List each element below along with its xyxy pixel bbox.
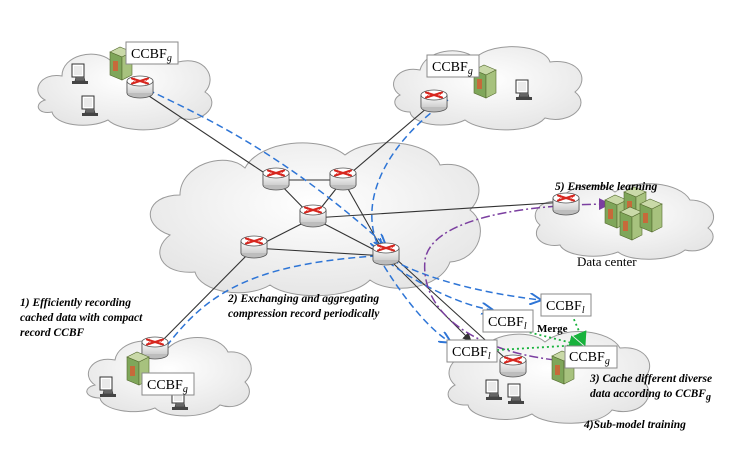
step1-line2: cached data with compact — [20, 312, 143, 324]
ccbf-global-box-top-right: CCBFg — [426, 54, 480, 78]
router-center-2 — [329, 167, 357, 191]
svg-text:CCBFg: CCBFg — [569, 350, 610, 367]
svg-text:CCBFg: CCBFg — [131, 47, 172, 64]
step2-line1: 2) Exchanging and aggregating — [227, 293, 379, 305]
router-center-4 — [240, 235, 268, 259]
svg-text:CCBFl: CCBFl — [488, 315, 527, 332]
ccbf-global-box-bottom-left: CCBFg — [141, 372, 195, 396]
svg-text:CCBFg: CCBFg — [432, 60, 473, 77]
router-center-3 — [299, 204, 327, 228]
data-center-label: Data center — [577, 254, 637, 269]
ccbf-local-box-1: CCBFl — [540, 293, 592, 317]
step2-line2: compression record periodically — [228, 308, 380, 320]
ccbf-global-box-bottom-right: CCBFg — [564, 345, 618, 369]
step3-line2: data according to CCBFg — [590, 388, 711, 403]
dashed-exchange-paths — [137, 84, 540, 356]
svg-text:CCBFl: CCBFl — [546, 299, 585, 316]
router-data-center — [552, 192, 580, 216]
ccbf-local-box-3: CCBFl — [446, 339, 498, 363]
ccbf-global-box-top-left: CCBFg — [125, 41, 179, 65]
merge-label: Merge — [537, 323, 568, 335]
step5-label: 5) Ensemble learning — [555, 181, 657, 193]
step4-label: 4)Sub-model training — [583, 419, 686, 431]
ccbf-local-box-2: CCBFl — [482, 309, 534, 333]
router-top-left — [126, 75, 154, 99]
svg-text:CCBFl: CCBFl — [452, 345, 491, 362]
router-top-right — [420, 89, 448, 113]
router-center-5 — [372, 242, 400, 266]
router-center-1 — [262, 167, 290, 191]
step1-line3: record CCBF — [20, 327, 85, 339]
router-bottom-right — [499, 354, 527, 378]
step3-line1: 3) Cache different diverse — [589, 373, 712, 385]
step1-line1: 1) Efficiently recording — [20, 297, 131, 309]
svg-text:CCBFg: CCBFg — [147, 378, 188, 395]
